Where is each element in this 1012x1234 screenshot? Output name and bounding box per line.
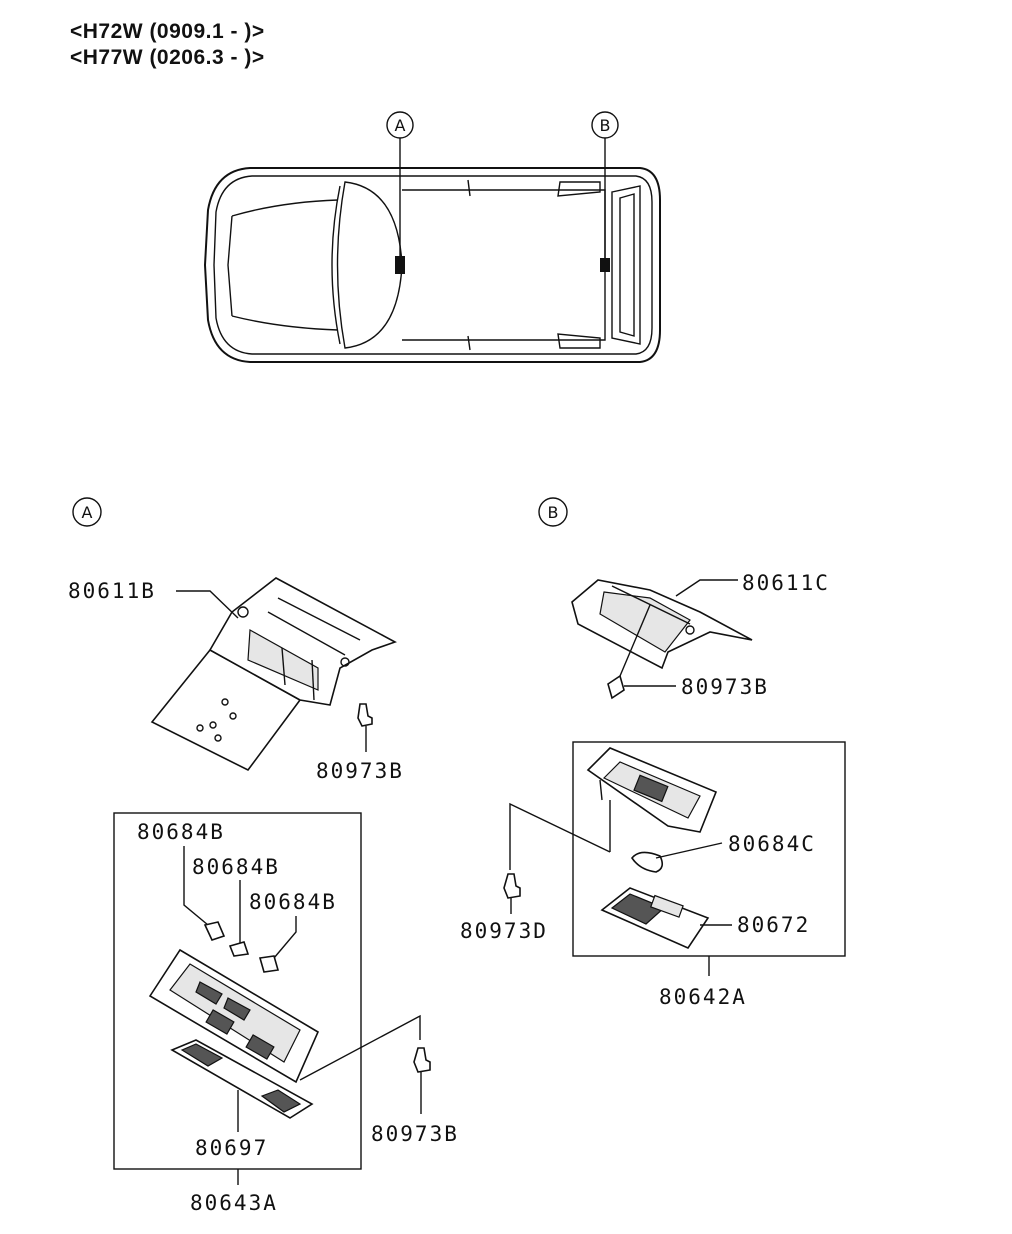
section-b-marker: B	[538, 497, 568, 527]
label-80684b-1: 80684B	[137, 820, 225, 844]
model-range-h77w: <H77W (0206.3 - )>	[70, 46, 265, 69]
screw-80973b-a-side-drawing	[413, 1047, 431, 1073]
label-80643a: 80643A	[190, 1191, 278, 1215]
label-80672: 80672	[737, 913, 810, 937]
svg-text:A: A	[395, 116, 406, 135]
vehicle-top-view	[203, 138, 661, 363]
bracket-80611b-drawing	[150, 577, 397, 772]
label-80684b-2: 80684B	[192, 855, 280, 879]
label-80973b-a-side: 80973B	[371, 1122, 459, 1146]
section-a-marker: A	[72, 497, 102, 527]
location-mark-a	[395, 256, 405, 274]
label-80684b-3: 80684B	[249, 890, 337, 914]
label-80642a: 80642A	[659, 985, 747, 1009]
housing-80642a-drawing	[586, 747, 718, 833]
svg-text:B: B	[548, 503, 559, 522]
model-range-h72w: <H72W (0909.1 - )>	[70, 20, 265, 43]
screw-80973b-b-drawing	[607, 674, 625, 700]
lens-80672-drawing	[600, 887, 710, 950]
label-80611c: 80611C	[742, 571, 830, 595]
screw-80973b-a-drawing	[357, 703, 373, 752]
location-mark-b	[600, 258, 610, 272]
overview-marker-b: B	[591, 111, 619, 139]
svg-text:B: B	[600, 116, 611, 135]
svg-text:A: A	[82, 503, 93, 522]
bulb-80684b-drawings	[203, 921, 280, 973]
housing-80643a-drawing	[148, 948, 320, 1084]
label-80684c: 80684C	[728, 832, 816, 856]
label-80973d: 80973D	[460, 919, 548, 943]
label-80697: 80697	[195, 1136, 268, 1160]
label-80973b-b: 80973B	[681, 675, 769, 699]
label-80611b: 80611B	[68, 579, 156, 603]
bracket-80611c-drawing	[571, 579, 753, 670]
lens-80697-drawing	[170, 1039, 314, 1119]
screw-80973d-drawing	[503, 873, 521, 899]
bulb-80684c-drawing	[631, 851, 664, 873]
overview-marker-a: A	[386, 111, 414, 139]
label-80973b-a-top: 80973B	[316, 759, 404, 783]
